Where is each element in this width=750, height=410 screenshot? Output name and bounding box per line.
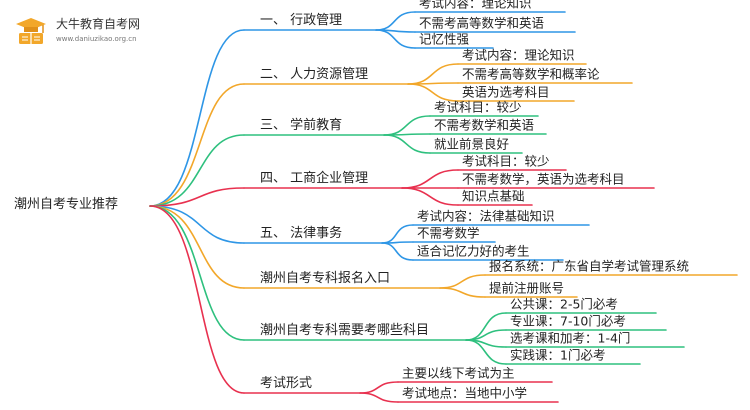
branch-topic-2: 二、 人力资源管理	[260, 67, 369, 83]
leaf-topic-7-4: 实践课：1门必考	[510, 347, 606, 363]
leaf-topic-5-3: 适合记忆力好的考生	[417, 243, 530, 259]
leaf-topic-1-1: 考试内容：理论知识	[419, 0, 532, 11]
leaf-link-1-1	[375, 11, 416, 31]
branch-topic-7: 潮州自考专科需要考哪些科目	[260, 323, 430, 339]
leaf-topic-8-2: 考试地点：当地中小学	[402, 385, 528, 401]
leaf-link-4-3	[401, 187, 459, 206]
leaf-link-5-3	[381, 242, 414, 261]
leaf-topic-2-2: 不需考高等数学和概率论	[462, 66, 600, 82]
site-logo[interactable]: 大牛教育自考网 www.daniuzikao.org.cn	[14, 16, 164, 52]
leaf-topic-4-3: 知识点基础	[462, 188, 525, 204]
leaf-topic-1-2: 不需考高等数学和英语	[419, 15, 545, 31]
root-topic: 潮州自考专业推荐	[14, 197, 119, 213]
leaf-link-8-1	[359, 381, 399, 394]
leaf-topic-3-3: 就业前景良好	[434, 136, 510, 152]
branch-link-5	[149, 205, 245, 244]
leaf-link-7-4	[465, 339, 507, 365]
site-name: 大牛教育自考网	[56, 17, 141, 31]
site-url: www.daniuzikao.org.cn	[56, 35, 137, 43]
leaf-link-5-1	[381, 224, 414, 244]
branch-link-2	[149, 83, 245, 207]
leaf-link-3-1	[383, 115, 431, 136]
leaf-topic-6-1: 报名系统：广东省自学考试管理系统	[489, 258, 690, 274]
leaf-link-2-1	[407, 63, 459, 85]
leaf-topic-4-1: 考试科目：较少	[462, 153, 550, 169]
branch-topic-3: 三、 学前教育	[260, 118, 343, 134]
leaf-link-7-1	[465, 312, 507, 341]
branch-link-8	[149, 205, 245, 394]
branch-link-7	[149, 205, 245, 341]
leaf-topic-5-2: 不需考数学	[417, 225, 480, 241]
branch-link-6	[149, 205, 245, 289]
branch-topic-5: 五、 法律事务	[260, 226, 343, 242]
leaf-topic-3-2: 不需考数学和英语	[434, 117, 535, 133]
leaf-topic-3-1: 考试科目：较少	[434, 99, 522, 115]
branch-link-1	[149, 29, 245, 207]
branch-link-3	[149, 134, 245, 207]
leaf-link-1-3	[375, 29, 416, 49]
leaf-link-6-1	[439, 274, 486, 289]
leaf-link-6-2	[439, 287, 486, 298]
leaf-link-3-3	[383, 134, 431, 154]
branch-link-4	[149, 187, 245, 207]
leaf-topic-7-3: 选考课和加考：1-4门	[510, 330, 631, 346]
leaf-topic-2-1: 考试内容：理论知识	[462, 47, 575, 63]
leaf-topic-6-2: 提前注册账号	[489, 280, 565, 296]
branch-topic-8: 考试形式	[260, 376, 313, 392]
leaf-topic-2-3: 英语为选考科目	[462, 84, 550, 100]
leaf-topic-1-3: 记忆性强	[419, 31, 470, 47]
leaf-link-4-1	[401, 169, 459, 189]
leaf-topic-5-1: 考试内容：法律基础知识	[417, 208, 555, 224]
branch-topic-6: 潮州自考专科报名入口	[260, 271, 391, 287]
branch-topic-1: 一、 行政管理	[260, 13, 343, 29]
branch-topic-4: 四、 工商企业管理	[260, 171, 369, 187]
leaf-topic-8-1: 主要以线下考试为主	[402, 365, 515, 381]
leaf-topic-4-2: 不需考数学，英语为选考科目	[462, 171, 625, 187]
leaf-topic-7-1: 公共课：2-5门必考	[510, 296, 618, 312]
graduation-book-icon	[16, 18, 46, 44]
leaf-link-2-3	[407, 83, 459, 102]
leaf-link-8-2	[359, 392, 399, 403]
leaf-topic-7-2: 专业课：7-10门必考	[510, 313, 626, 329]
